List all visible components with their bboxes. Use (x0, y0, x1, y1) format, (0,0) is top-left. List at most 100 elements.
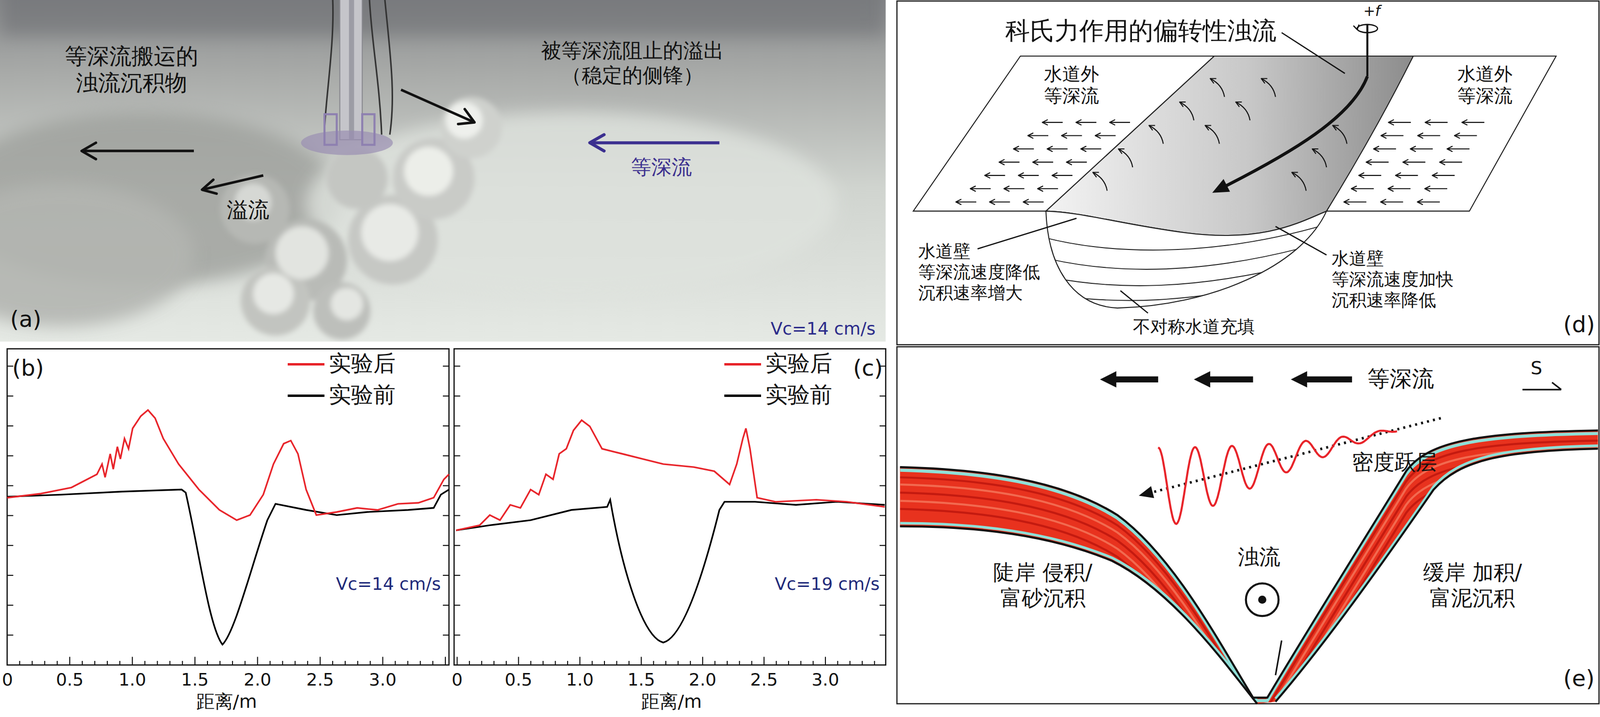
current-arrow (1417, 201, 1440, 203)
sediment-cloud (404, 146, 454, 196)
figure-label: 2.5 (306, 669, 335, 690)
figure-label: 水道壁 等深流速度加快 沉积速率降低 (1331, 248, 1464, 311)
current-arrow (1358, 173, 1365, 179)
axis-tick (879, 455, 886, 457)
axis-tick (579, 657, 581, 666)
figure-label: 溢流 (226, 196, 270, 223)
pycnocline-line (1138, 486, 1155, 499)
axis-tick (382, 657, 384, 666)
seismic-profile (899, 472, 1598, 717)
axis-tick (181, 660, 183, 665)
contour-current-arrow (1291, 371, 1308, 388)
current-arrow (1027, 135, 1049, 137)
axis-tick (702, 657, 704, 666)
current-arrow (984, 173, 990, 179)
current-arrow (1343, 201, 1366, 203)
current-arrow (989, 201, 1011, 203)
current-arrow (1380, 135, 1404, 137)
panel-frame (896, 346, 1600, 704)
figure-label: (c) (852, 354, 883, 382)
legend-label: 实验前 (328, 381, 396, 409)
axis-tick (394, 660, 396, 665)
axis-tick (469, 660, 470, 665)
figure-label: 水道外 等深流 (1038, 63, 1105, 108)
profile-before (455, 499, 885, 643)
current-arrow (1109, 121, 1131, 123)
axis-tick (7, 514, 14, 516)
axis-tick (19, 660, 21, 665)
current-arrow (1388, 186, 1394, 192)
axis-tick (677, 660, 679, 665)
current-arrow (1410, 148, 1433, 150)
current-arrow (1042, 121, 1063, 123)
current-arrow (1061, 135, 1082, 137)
current-arrow (1013, 146, 1019, 152)
current-arrow (1351, 186, 1357, 192)
seismic-profile (899, 455, 1598, 717)
current-arrow (1023, 201, 1044, 203)
deflected-arrow (1235, 102, 1242, 107)
sediment-cloud (252, 273, 294, 314)
deflected-arrow (1118, 148, 1133, 168)
rotation-symbol (1357, 24, 1378, 33)
current-arrow (1447, 148, 1470, 150)
current-arrow (984, 175, 1005, 177)
probe-pole (301, 130, 394, 156)
axis-tick (689, 660, 691, 665)
axis-tick (454, 604, 461, 606)
axis-tick (879, 604, 886, 606)
sediment-cloud (220, 174, 291, 244)
current-arrow (1095, 132, 1101, 139)
current-arrow (1080, 148, 1101, 150)
axis-tick (119, 660, 121, 665)
panel-frame (896, 0, 1600, 345)
current-arrow (1042, 119, 1048, 126)
profile-after (455, 420, 885, 531)
deflected-arrow (1332, 125, 1339, 130)
channel-block (1045, 211, 1327, 309)
figure-label: (d) (1563, 311, 1596, 339)
current-arrow (1066, 161, 1087, 163)
channel-block (1041, 224, 1327, 301)
axis-tick (7, 544, 14, 546)
axis-tick (454, 365, 461, 367)
axis-tick (31, 660, 33, 665)
sediment-cloud (440, 96, 503, 159)
current-arrow (1424, 186, 1431, 192)
current-arrow (1380, 132, 1387, 139)
axis-tick (442, 604, 450, 606)
leader-line (1120, 290, 1148, 313)
figure-label: 3.0 (811, 669, 840, 690)
chart-frame (7, 348, 886, 665)
current-arrow (970, 186, 976, 192)
current-arrow (1365, 159, 1372, 165)
axis-tick (442, 455, 450, 457)
axis-tick (567, 660, 569, 665)
axis-tick (454, 544, 461, 546)
probe-pole (301, 0, 394, 156)
seismic-profile (1258, 595, 1267, 604)
current-arrow (998, 161, 1020, 163)
legend-label: 实验后 (328, 350, 396, 378)
axis-tick (812, 660, 814, 665)
figure-label: 水道壁 等深流速度降低 沉积速率增大 (918, 240, 1051, 304)
axis-tick (444, 657, 446, 666)
channel-block (913, 56, 1557, 309)
current-arrow (1447, 146, 1453, 152)
axis-tick (94, 660, 96, 665)
deflected-arrow (1179, 102, 1195, 121)
panel-frame (896, 0, 1600, 704)
axis-tick (344, 660, 346, 665)
axis-tick (7, 574, 14, 576)
axis-tick (456, 657, 458, 666)
current-arrow (1439, 159, 1445, 165)
current-arrow (989, 199, 996, 205)
figure-label: 2.5 (750, 669, 778, 690)
current-arrow (998, 159, 1005, 165)
axis-tick (849, 660, 851, 665)
figure-label: 被等深流阻止的溢出 （稳定的侧锋） (534, 38, 731, 88)
current-arrow (1095, 135, 1116, 137)
figure-label: 科氏力作用的偏转性浊流 (1005, 16, 1277, 46)
seismic-profile (899, 464, 1598, 717)
current-arrow (1454, 135, 1477, 137)
